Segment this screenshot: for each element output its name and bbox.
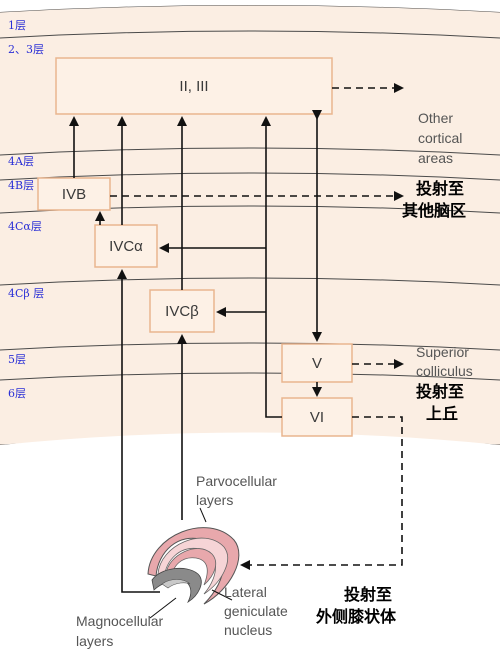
projection-other-areas-cn: 投射至 其他脑区 — [402, 179, 466, 220]
box-vi — [281, 397, 353, 437]
superior-colliculus-label: Superior colliculus — [416, 344, 473, 379]
dashed-vi-to-lgn — [240, 416, 403, 570]
svg-text:nucleus: nucleus — [224, 622, 272, 638]
lateral-geniculate-nucleus-label: Lateral geniculate nucleus — [224, 584, 288, 638]
svg-text:投射至: 投射至 — [416, 179, 464, 198]
magnocellular-label: Magnocellular layers — [76, 613, 163, 649]
svg-text:areas: areas — [418, 150, 453, 166]
layer-label-4a: 4A层 — [8, 155, 34, 168]
svg-text:Parvocellular: Parvocellular — [196, 473, 277, 489]
svg-text:Magnocellular: Magnocellular — [76, 613, 163, 629]
svg-text:layers: layers — [196, 492, 233, 508]
layer-label-6: 6层 — [8, 387, 26, 400]
layer-label-4c-beta: 4Cβ 层 — [8, 287, 44, 300]
box-vi-label: VI — [310, 409, 324, 426]
box-ivc-beta — [149, 289, 215, 333]
layer-label-4b: 4B层 — [8, 179, 34, 192]
dashed-projections — [110, 83, 404, 570]
svg-text:投射至: 投射至 — [416, 382, 464, 401]
box-layer-2-3 — [55, 57, 333, 115]
layer-label-5: 5层 — [8, 353, 26, 366]
other-cortical-areas-label: Other cortical areas — [418, 110, 462, 166]
svg-text:其他脑区: 其他脑区 — [402, 201, 466, 220]
box-v-label: V — [312, 355, 322, 372]
svg-text:Other: Other — [418, 110, 453, 126]
projection-sc-cn: 投射至 上丘 — [416, 382, 464, 423]
svg-text:cortical: cortical — [418, 130, 462, 146]
parvocellular-label: Parvocellular layers — [196, 473, 277, 508]
connections — [69, 110, 322, 593]
svg-text:Lateral: Lateral — [224, 584, 267, 600]
layer-label-2-3: 2、3层 — [8, 43, 44, 56]
box-v — [281, 343, 353, 383]
box-ivc-beta-label: IVCβ — [165, 303, 199, 320]
lgn-illustration — [147, 507, 240, 619]
layer-label-1: 1层 — [8, 19, 26, 32]
box-layer-2-3-label: II, III — [179, 78, 208, 95]
svg-text:外侧膝状体: 外侧膝状体 — [315, 607, 397, 626]
arrow-magno-to-ivca — [117, 269, 160, 593]
svg-text:layers: layers — [76, 633, 113, 649]
svg-text:投射至: 投射至 — [344, 585, 392, 604]
svg-text:Superior: Superior — [416, 344, 469, 360]
projection-lgn-cn: 投射至 外侧膝状体 — [315, 585, 397, 626]
layer-label-4c-alpha: 4Cα层 — [8, 220, 42, 233]
arrow-vi-to-l23 — [261, 116, 282, 418]
box-ivb — [37, 177, 111, 211]
box-ivc-alpha — [94, 224, 158, 268]
box-ivc-alpha-label: IVCα — [109, 238, 143, 255]
box-ivb-label: IVB — [62, 186, 86, 203]
svg-text:geniculate: geniculate — [224, 603, 288, 619]
svg-text:上丘: 上丘 — [426, 404, 458, 423]
cortex-band — [0, 5, 500, 445]
svg-text:colliculus: colliculus — [416, 363, 473, 379]
